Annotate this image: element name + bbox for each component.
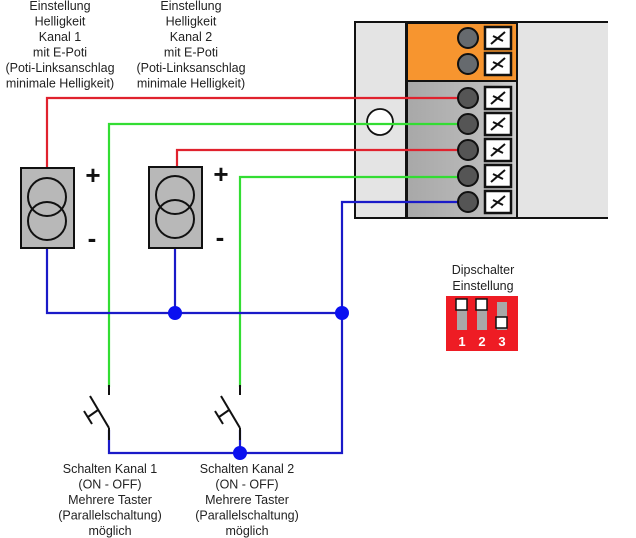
screw-terminal-icon [457, 87, 479, 109]
switch-channel-1 [83, 385, 110, 440]
push-button-icon [83, 410, 93, 425]
wire-red-channel-1 [45, 96, 468, 168]
push-button-icon [87, 409, 99, 418]
dip-switch-knob [475, 298, 488, 311]
clamp-x-stroke [492, 61, 504, 68]
switch-2-label-line: (Parallelschaltung) [195, 509, 299, 523]
switch-2-label-line: Schalten Kanal 2 [200, 462, 295, 476]
poti-1-label-line: Helligkeit [35, 15, 86, 29]
switch-1-label-line: Mehrere Taster [68, 493, 152, 507]
poti-body [20, 167, 75, 249]
switch-1-label-line: (ON - OFF) [78, 478, 141, 492]
push-button-icon [218, 409, 230, 418]
controller-device [354, 21, 608, 219]
switch-lever [89, 395, 110, 429]
poti-body [148, 166, 203, 249]
poti-channel-2: + - [148, 159, 229, 252]
dip-switch-number: 2 [478, 334, 485, 349]
push-button-icon [214, 410, 224, 425]
wire-green-channel-1 [107, 122, 468, 387]
switch-2-label-line: (ON - OFF) [215, 478, 278, 492]
plus-sign: + [213, 159, 228, 189]
screw-terminal-icon [457, 191, 479, 213]
junctions [168, 306, 349, 460]
junction-dot [233, 446, 247, 460]
poti-2-label-line: (Poti-Linksanschlag [136, 61, 245, 75]
poti-channel-1: + - [20, 160, 101, 253]
switch-channel-2 [214, 385, 241, 440]
terminals [457, 25, 513, 215]
led-indicator-icon [366, 108, 394, 136]
clamp-x-stroke [492, 35, 504, 42]
poti-2-label-line: Einstellung [160, 0, 221, 13]
switch-1-label-line: möglich [88, 524, 131, 538]
dip-switch-knob [455, 298, 468, 311]
clamp-x-stroke [492, 199, 504, 206]
poti-1-label-line: (Poti-Linksanschlag [5, 61, 114, 75]
poti-2-label-line: Kanal 2 [170, 30, 212, 44]
dip-switch-slot [477, 302, 487, 330]
poti-1-label-line: minimale Helligkeit) [6, 77, 114, 91]
poti-2-label-line: mit E-Poti [164, 46, 218, 60]
current-source-icon [27, 177, 67, 217]
junction-dot [168, 306, 182, 320]
poti-2-label-line: minimale Helligkeit) [137, 77, 245, 91]
dip-title-line: Einstellung [452, 279, 513, 293]
clamp-x-stroke [492, 173, 504, 180]
dip-switch-knob [495, 316, 508, 329]
screw-terminal-icon [457, 139, 479, 161]
dip-switch-slot [497, 302, 507, 330]
switch-2-label-line: Mehrere Taster [205, 493, 289, 507]
clamp-x-stroke [492, 147, 504, 154]
switch-lever [220, 395, 241, 429]
current-source-icon [27, 201, 67, 241]
dip-switch-number: 3 [498, 334, 505, 349]
screw-terminal-icon [457, 53, 479, 75]
dip-switch-number: 1 [458, 334, 465, 349]
current-source-icon [155, 199, 195, 239]
current-source-icon [155, 175, 195, 215]
switch-2-label-line: möglich [225, 524, 268, 538]
screw-terminal-icon [457, 113, 479, 135]
screw-terminal-icon [457, 27, 479, 49]
wire-red-channel-2 [175, 148, 468, 168]
poti-2-label-line: Helligkeit [166, 15, 217, 29]
poti-1-label-line: Kanal 1 [39, 30, 81, 44]
dip-title-line: Dipschalter [452, 263, 515, 277]
minus-sign: - [88, 223, 97, 253]
plus-sign: + [85, 160, 100, 190]
wire-blue-common [107, 200, 468, 455]
clamp-x-stroke [492, 95, 504, 102]
minus-sign: - [216, 222, 225, 252]
dip-switch-slot [457, 302, 467, 330]
junction-dot [335, 306, 349, 320]
clamp-x-stroke [492, 121, 504, 128]
switch-1-label-line: Schalten Kanal 1 [63, 462, 158, 476]
wire-blue-poti-minus [45, 248, 342, 315]
poti-1-label-line: mit E-Poti [33, 46, 87, 60]
wire-green-channel-2 [238, 175, 468, 387]
poti-1-label-line: Einstellung [29, 0, 90, 13]
switch-1-label-line: (Parallelschaltung) [58, 509, 162, 523]
screw-terminal-icon [457, 165, 479, 187]
